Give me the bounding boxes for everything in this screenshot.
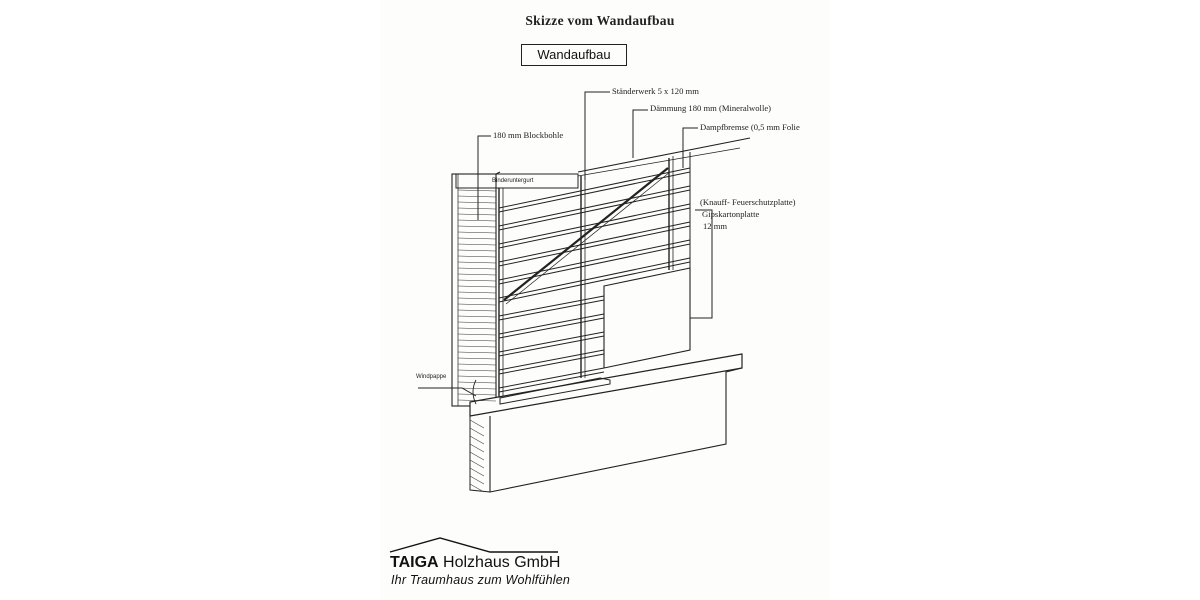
horizontal-battens xyxy=(498,167,691,393)
siding-line xyxy=(457,231,497,234)
siding-line xyxy=(457,249,497,252)
batten-line-lower xyxy=(498,171,691,213)
siding-line xyxy=(457,225,497,228)
label-blockbohle: 180 mm Blockbohle xyxy=(493,130,564,140)
batten-line xyxy=(498,203,691,245)
siding-line xyxy=(457,315,497,318)
siding-line xyxy=(457,273,497,276)
batten-line xyxy=(498,313,605,335)
siding-line xyxy=(457,381,497,384)
gipskarton-board xyxy=(603,267,691,369)
siding-line xyxy=(457,237,497,240)
hatch-line xyxy=(469,483,485,493)
brand-name-rest: Holzhaus GmbH xyxy=(438,554,561,571)
label-staenderwerk: Ständerwerk 5 x 120 mm xyxy=(612,86,699,96)
hatch-line xyxy=(469,435,485,445)
hatch-line xyxy=(469,427,485,437)
siding-line xyxy=(457,339,497,342)
batten-line-lower xyxy=(498,353,605,375)
siding-line xyxy=(457,303,497,306)
siding-line xyxy=(457,213,497,216)
leader-gipskarton xyxy=(682,209,713,319)
siding-line xyxy=(457,369,497,372)
siding-line xyxy=(457,387,497,390)
hatch-line xyxy=(469,459,485,469)
label-binderuntergurt: Binderuntergurt xyxy=(492,178,534,184)
siding-line xyxy=(457,321,497,324)
hatch-line xyxy=(469,443,485,453)
hatch-line xyxy=(469,419,485,429)
siding-line xyxy=(457,189,497,192)
batten-line-lower xyxy=(498,371,605,393)
siding-line xyxy=(457,261,497,264)
siding-line xyxy=(457,327,497,330)
batten-line-lower xyxy=(498,243,691,285)
boxed-subtitle: Wandaufbau xyxy=(521,44,627,66)
batten-line xyxy=(498,167,691,209)
hatch-line xyxy=(469,467,485,477)
brand-name-bold: TAIGA xyxy=(390,554,439,571)
siding-line xyxy=(457,195,497,198)
batten-line xyxy=(498,331,605,353)
hatch-line xyxy=(469,451,485,461)
siding-line xyxy=(457,219,497,222)
diagonal-brace xyxy=(503,167,669,301)
label-knauff: (Knauff- Feuerschutzplatte) xyxy=(700,197,796,207)
siding-line xyxy=(457,351,497,354)
label-gipskarton-mm: 12 mm xyxy=(703,221,728,231)
siding-line xyxy=(457,333,497,336)
blockbohle-siding xyxy=(457,189,497,402)
windpappe-strip xyxy=(472,379,477,405)
siding-line xyxy=(457,363,497,366)
siding-line xyxy=(457,291,497,294)
siding-line xyxy=(457,285,497,288)
page-title: Skizze vom Wandaufbau xyxy=(525,13,675,28)
batten-line xyxy=(498,257,691,299)
brand-name: TAIGA Holzhaus GmbH xyxy=(390,554,560,572)
siding-line xyxy=(457,393,497,396)
batten-line xyxy=(498,185,691,227)
siding-line xyxy=(457,267,497,270)
siding-line xyxy=(457,309,497,312)
batten-line xyxy=(498,367,605,389)
batten-line xyxy=(498,221,691,263)
batten-line xyxy=(498,349,605,371)
siding-line xyxy=(457,201,497,204)
siding-line xyxy=(457,357,497,360)
siding-line xyxy=(457,243,497,246)
batten-line-lower xyxy=(498,299,605,321)
foundation-hatch xyxy=(469,419,485,493)
label-daemmung: Dämmung 180 mm (Mineralwolle) xyxy=(650,103,772,113)
leader-daemmung xyxy=(632,109,648,158)
batten-line-lower xyxy=(498,207,691,249)
siding-line xyxy=(457,297,497,300)
batten-line xyxy=(498,295,605,317)
siding-line xyxy=(457,399,497,402)
foundation-block xyxy=(489,367,743,493)
siding-line xyxy=(457,345,497,348)
brand-slogan: Ihr Traumhaus zum Wohlfühlen xyxy=(391,573,571,587)
batten-line-lower xyxy=(498,335,605,357)
roof-slope-line-2 xyxy=(577,147,741,177)
batten-line-lower xyxy=(498,261,691,303)
batten-line-lower xyxy=(498,225,691,267)
label-gipskarton: Gipskartonplatte xyxy=(702,209,760,219)
leader-staenderwerk xyxy=(584,91,610,180)
siding-line xyxy=(457,255,497,258)
batten-line-lower xyxy=(498,189,691,231)
roof-slope-line xyxy=(577,137,751,173)
batten-line xyxy=(498,239,691,281)
siding-line xyxy=(457,207,497,210)
label-dampfbremse: Dampfbremse (0,5 mm Folie xyxy=(700,122,800,132)
batten-line-lower xyxy=(498,317,605,339)
label-windpappe: Windpappe xyxy=(416,374,447,380)
siding-line xyxy=(457,375,497,378)
leader-dampfbremse xyxy=(682,127,698,168)
siding-line xyxy=(457,279,497,282)
leader-blockbohle xyxy=(477,135,491,220)
hatch-line xyxy=(469,475,485,485)
